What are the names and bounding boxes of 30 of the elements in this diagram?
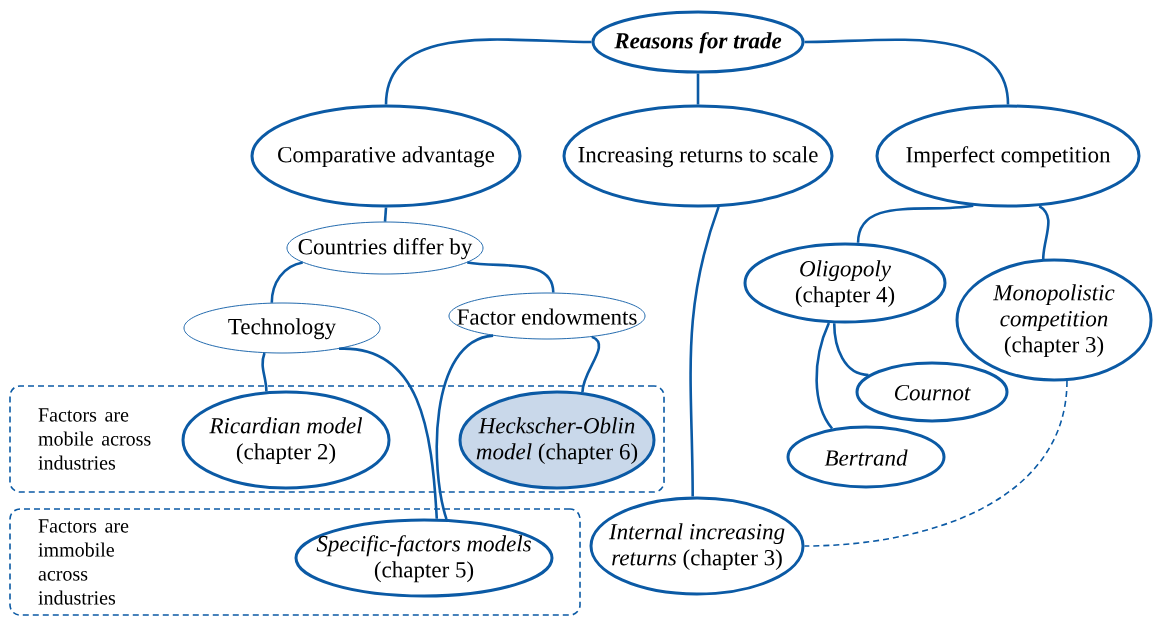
connector-line — [803, 380, 1068, 547]
connector-line — [815, 322, 834, 430]
connector-line — [467, 261, 555, 293]
connector-line — [384, 38, 592, 105]
oval-node: Monopolistic competition (chapter 3) — [955, 258, 1153, 382]
connector-line — [689, 206, 720, 497]
connector-line — [1038, 205, 1050, 259]
oval-node: Oligopoly (chapter 4) — [743, 242, 947, 324]
oval-node: Comparative advantage — [250, 104, 522, 208]
oval-node: Technology — [183, 302, 381, 354]
oval-node: Internal increasing returns (chapter 3) — [589, 496, 805, 596]
oval-node: Ricardian model (chapter 2) — [181, 390, 391, 490]
connector-line — [270, 261, 303, 303]
oval-node: Factor endowments — [448, 292, 646, 340]
connector-line — [338, 347, 439, 519]
connector-line — [261, 352, 268, 392]
oval-node: Bertrand — [786, 425, 946, 489]
oval-node: Cournot — [855, 361, 1009, 423]
oval-node: Increasing returns to scale — [562, 104, 834, 208]
oval-node: Specific-factors models (chapter 5) — [294, 518, 554, 598]
connector-line — [832, 323, 869, 377]
connector-line — [383, 207, 388, 222]
connector-line — [435, 334, 494, 520]
oval-node: Reasons for trade — [591, 10, 805, 74]
connector-line — [856, 204, 974, 243]
connector-line — [696, 73, 700, 105]
oval-node: Imperfect competition — [875, 104, 1141, 208]
oval-node: Countries differ by — [286, 221, 484, 275]
oval-node: Heckscher-Oblin model (chapter 6) — [458, 390, 656, 490]
connector-line — [804, 38, 1010, 105]
